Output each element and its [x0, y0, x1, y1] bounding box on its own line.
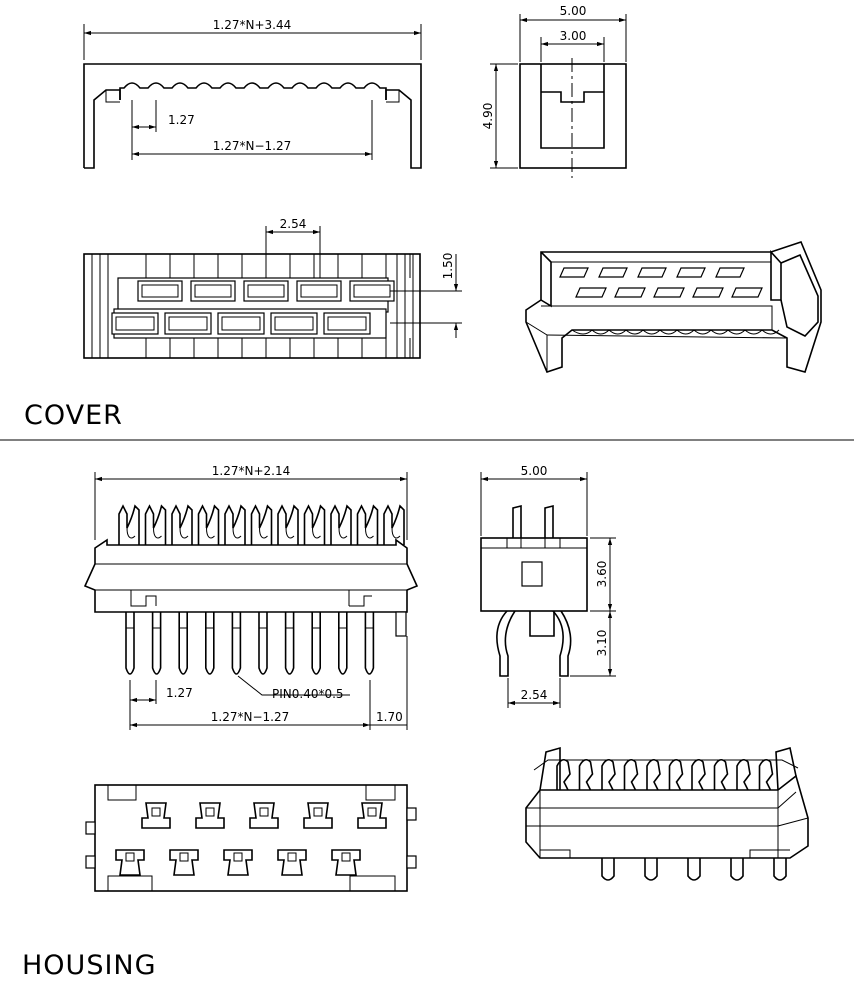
cover-section-title: COVER	[24, 400, 123, 431]
cover-side-view: 5.00 3.00 4.90	[481, 4, 627, 178]
housing-bottom-view	[85, 784, 417, 892]
housing-end-label: 1.70	[376, 710, 403, 724]
cover-slot	[111, 312, 159, 335]
housing-iso-contact	[623, 758, 639, 791]
cover-slot	[217, 312, 265, 335]
housing-contact	[171, 504, 193, 545]
housing-front-body	[83, 538, 419, 613]
housing-iso-contact	[668, 758, 684, 791]
cover-slot	[164, 312, 212, 335]
cover-iso-slot	[715, 267, 745, 278]
housing-pitch-label: 1.27	[166, 686, 193, 700]
cover-iso-slot	[676, 267, 706, 278]
cover-iso-slot	[614, 287, 646, 298]
housing-cavity	[223, 849, 253, 876]
cover-isometric-view	[525, 241, 822, 373]
housing-iso-contact	[646, 758, 661, 791]
cover-pitch-label: 1.27	[168, 113, 195, 127]
housing-isometric-view	[525, 746, 809, 881]
cover-side-height-label: 4.90	[481, 103, 495, 130]
cover-row-pitch-label: 2.54	[280, 217, 307, 231]
cover-span-label: 1.27*N−1.27	[213, 139, 291, 153]
cover-slot	[190, 280, 236, 302]
cover-contact-teeth	[119, 82, 387, 100]
cover-slot	[296, 280, 342, 302]
cover-overall-width-label: 1.27*N+3.44	[213, 18, 291, 32]
housing-contact	[197, 504, 220, 545]
housing-contact	[144, 504, 167, 545]
cover-side-outer-label: 5.00	[560, 4, 587, 18]
housing-iso-lead	[644, 858, 658, 881]
housing-cavity	[331, 849, 361, 876]
housing-iso-contact	[713, 758, 729, 791]
cover-front-view: 1.27*N+3.44 1.27 1.27*N−1.27	[83, 18, 422, 169]
housing-lead	[205, 612, 215, 675]
housing-front-view: 1.27*N+2.14 1.27 PIN0.40*0.5 1.27*N−1.27…	[83, 464, 419, 730]
housing-lead	[151, 612, 162, 675]
housing-iso-lead	[773, 858, 787, 881]
housing-cavity	[115, 849, 145, 876]
housing-contact	[303, 504, 326, 545]
housing-iso-contact	[601, 758, 616, 791]
housing-pin-label: PIN0.40*0.5	[272, 687, 344, 701]
housing-span-label: 1.27*N−1.27	[211, 710, 289, 724]
housing-iso-contact	[578, 758, 594, 791]
housing-lead	[311, 612, 321, 675]
housing-lead	[231, 612, 242, 675]
cover-iso-slot	[637, 267, 667, 278]
housing-cavity	[249, 802, 279, 829]
housing-lead	[338, 612, 348, 675]
housing-side-width-label: 5.00	[521, 464, 548, 478]
housing-lead-height-label: 3.10	[595, 630, 609, 657]
housing-cavity	[277, 849, 307, 876]
housing-lead	[125, 612, 135, 675]
housing-section-title: HOUSING	[22, 950, 157, 981]
housing-iso-contact	[556, 758, 571, 791]
housing-contact	[330, 504, 352, 545]
cover-iso-slot	[575, 287, 607, 298]
cover-front-body	[83, 63, 422, 169]
housing-iso-lead	[687, 858, 701, 881]
cover-slot	[137, 280, 183, 302]
housing-side-height-label: 3.60	[595, 561, 609, 588]
housing-contact	[224, 504, 246, 545]
cover-row-offset-label: 1.50	[441, 253, 455, 280]
housing-lead	[364, 612, 375, 675]
housing-cavity	[357, 802, 387, 829]
housing-iso-lead	[601, 858, 615, 881]
cover-slot	[243, 280, 289, 302]
cover-iso-slot	[731, 287, 763, 298]
housing-cavity	[169, 849, 199, 876]
cover-iso-slot	[598, 267, 628, 278]
housing-side-view: 5.00 3.60 3.10 2.54	[480, 464, 616, 708]
housing-contact	[277, 504, 299, 545]
housing-lead-spacing-label: 2.54	[521, 688, 548, 702]
cover-iso-slot	[559, 267, 589, 278]
housing-iso-contact	[736, 758, 751, 791]
housing-lead	[284, 612, 295, 675]
cover-iso-slot	[653, 287, 685, 298]
housing-lead	[178, 612, 188, 675]
housing-cavity	[141, 802, 171, 829]
cover-iso-slot	[692, 287, 724, 298]
housing-cavity	[195, 802, 225, 829]
cover-slot	[349, 280, 395, 302]
housing-overall-width-label: 1.27*N+2.14	[212, 464, 290, 478]
housing-cavity	[303, 802, 333, 829]
cover-slot	[323, 312, 371, 335]
cover-top-view: 2.54 1.50	[83, 217, 462, 359]
cover-side-inner-label: 3.00	[560, 29, 587, 43]
housing-contact	[356, 504, 379, 545]
housing-iso-contact	[758, 758, 774, 791]
cover-slot	[270, 312, 318, 335]
housing-contact	[383, 504, 405, 545]
housing-contact	[118, 504, 140, 545]
housing-lead	[258, 612, 268, 675]
housing-iso-contact	[691, 758, 706, 791]
housing-contact	[250, 504, 273, 545]
housing-iso-lead	[730, 858, 744, 881]
